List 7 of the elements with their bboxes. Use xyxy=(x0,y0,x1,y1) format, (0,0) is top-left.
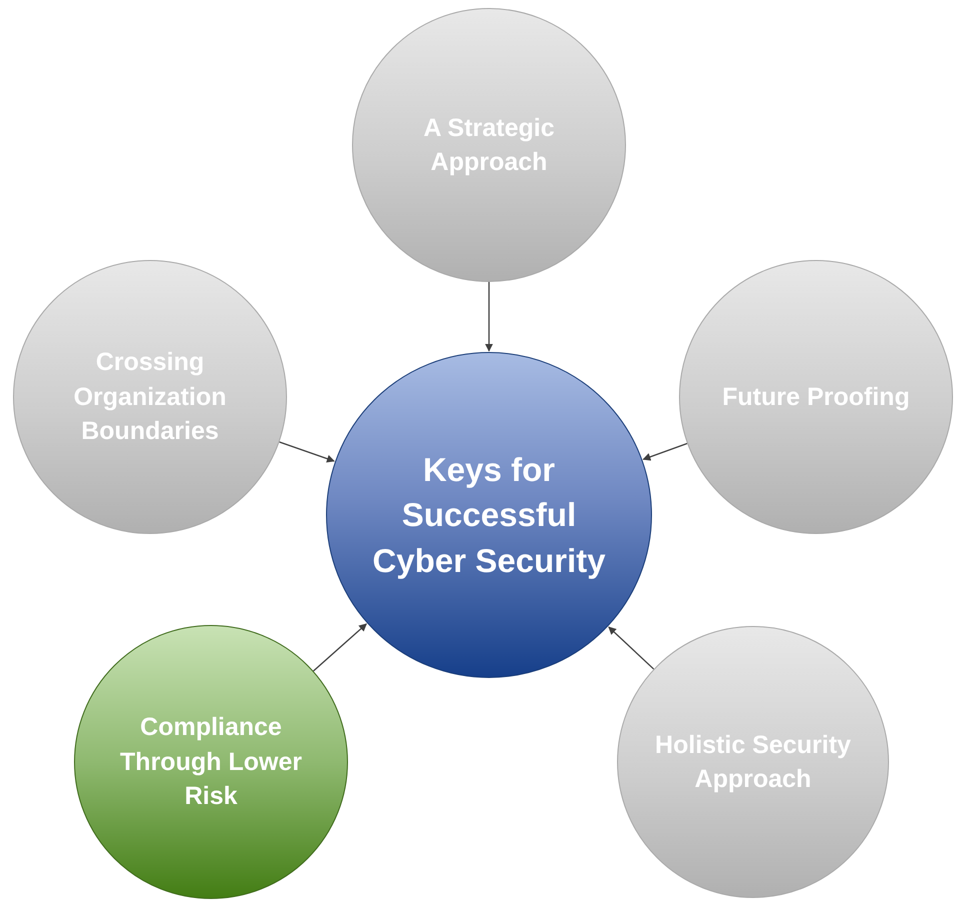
arrow xyxy=(608,626,654,670)
arrow xyxy=(485,282,493,352)
arrow xyxy=(312,623,367,672)
node-label: Compliance Through Lower Risk xyxy=(119,712,303,812)
arrow xyxy=(279,441,335,462)
arrow xyxy=(642,442,688,461)
node-label: Keys for Successful Cyber Security xyxy=(372,450,606,581)
